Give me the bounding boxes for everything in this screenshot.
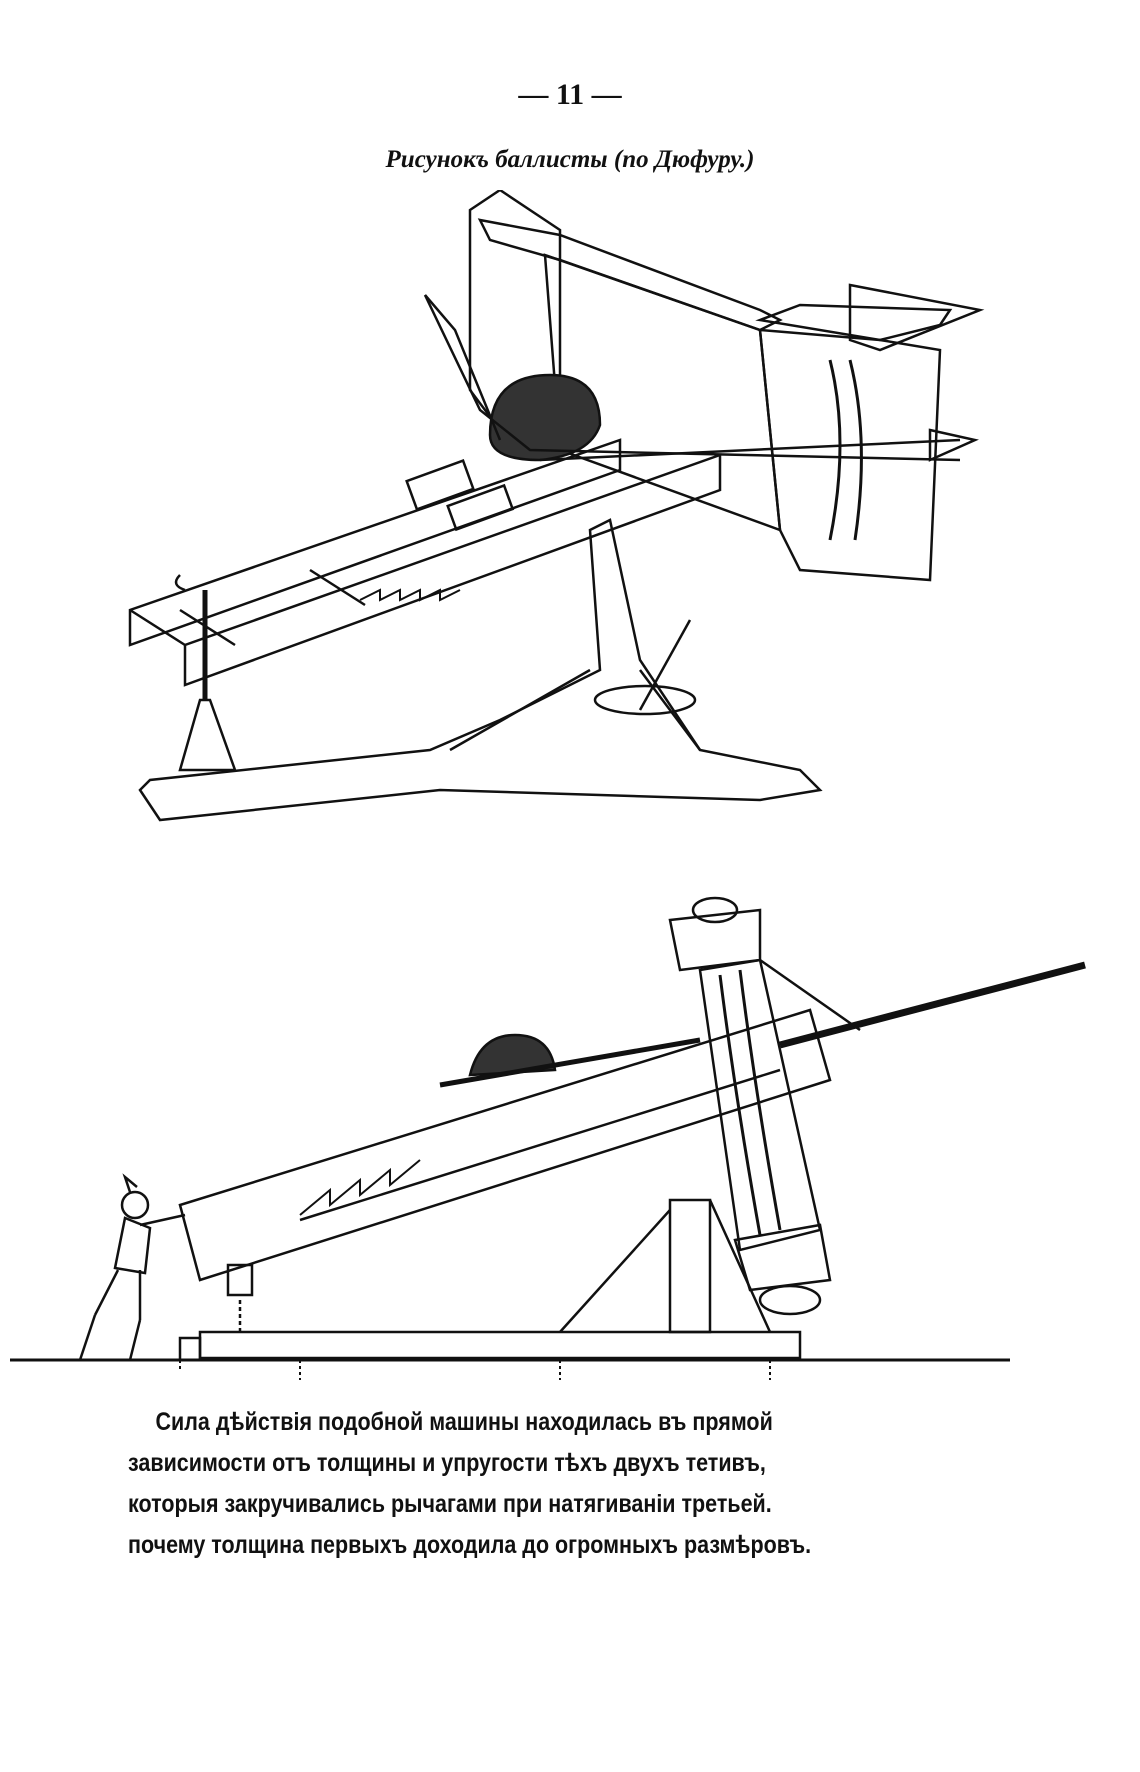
bolt xyxy=(779,961,1086,1049)
paragraph-line: почему толщина первыхъ доходила до огром… xyxy=(128,1531,812,1559)
body-paragraph: Сила дѣйствія подобной машины находилась… xyxy=(128,1402,833,1566)
paragraph-line: зависимости отъ толщины и упругости тѣхъ… xyxy=(128,1449,766,1477)
base-beam xyxy=(198,1330,802,1360)
paragraph-line: Сила дѣйствія подобной машины находилась… xyxy=(155,1408,773,1436)
rail-left xyxy=(128,438,622,647)
figure-caption: Рисунокъ баллисты (по Дюфуру.) xyxy=(385,146,755,173)
rail-right xyxy=(183,453,722,687)
paragraph-line: которыя закручивались рычагами при натяг… xyxy=(128,1490,772,1518)
ballista-side-illustration xyxy=(10,896,1086,1380)
base-frame xyxy=(138,518,823,822)
ballista-perspective-illustration xyxy=(128,190,985,822)
page-number: — 11 — xyxy=(518,78,622,111)
main-beam xyxy=(178,1008,832,1282)
